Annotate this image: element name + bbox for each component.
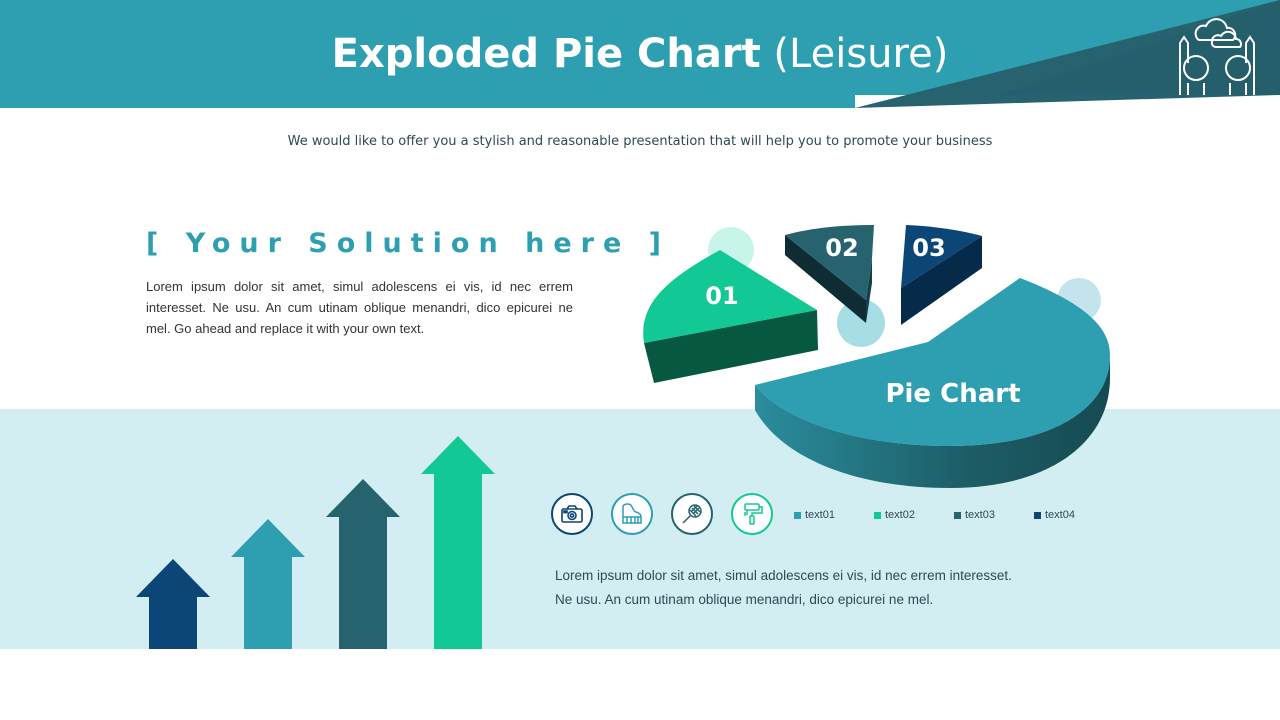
legend-swatch bbox=[954, 511, 961, 519]
left-body-text: Lorem ipsum dolor sit amet, simul adoles… bbox=[146, 279, 573, 336]
pie-slice-01: 01 bbox=[643, 250, 818, 383]
pie-slice-01-label: 01 bbox=[705, 282, 738, 310]
right-body-line-1: Lorem ipsum dolor sit amet, simul adoles… bbox=[555, 568, 1012, 583]
piano-icon bbox=[611, 493, 653, 535]
people-cloud-icon bbox=[1179, 18, 1255, 95]
badminton-racket-icon bbox=[671, 493, 713, 535]
legend-item-text02: text02 bbox=[874, 509, 915, 521]
arrow-3 bbox=[326, 479, 400, 649]
legend-swatch bbox=[794, 511, 801, 519]
paint-roller-icon bbox=[731, 493, 773, 535]
pie-slice-02-label: 02 bbox=[825, 234, 858, 262]
legend-label: text04 bbox=[1045, 509, 1075, 521]
arrow-4 bbox=[421, 436, 495, 649]
legend-label: text03 bbox=[965, 509, 995, 521]
title-suffix: (Leisure) bbox=[773, 31, 949, 77]
legend-item-text03: text03 bbox=[954, 509, 995, 521]
right-body-line-2: Ne usu. An cum utinam oblique menandri, … bbox=[555, 592, 934, 607]
growth-arrows bbox=[136, 436, 495, 649]
legend-item-text04: text04 bbox=[1034, 509, 1075, 521]
solution-heading: [ Your Solution here ] bbox=[146, 228, 671, 259]
page-title: Exploded Pie Chart (Leisure) bbox=[0, 26, 1280, 82]
right-body-text: Lorem ipsum dolor sit amet, simul adoles… bbox=[555, 564, 1095, 612]
arrow-2 bbox=[231, 519, 305, 649]
legend-swatch bbox=[1034, 511, 1041, 519]
pie-slice-03: 03 bbox=[901, 225, 982, 325]
legend-item-text01: text01 bbox=[794, 509, 835, 521]
subtitle: We would like to offer you a stylish and… bbox=[287, 134, 993, 149]
legend-swatch bbox=[874, 511, 881, 519]
title-main: Exploded Pie Chart bbox=[331, 31, 761, 77]
pie-slice-03-label: 03 bbox=[912, 234, 945, 262]
bubble-decoration bbox=[837, 299, 885, 347]
pie-center-label: Pie Chart bbox=[885, 379, 1020, 409]
camera-icon bbox=[551, 493, 593, 535]
exploded-pie-chart: Pie Chart 01 02 03 bbox=[643, 225, 1110, 488]
pie-slice-02: 02 bbox=[785, 225, 874, 323]
pie-slice-main: Pie Chart bbox=[755, 278, 1110, 488]
header-banner bbox=[0, 0, 1280, 108]
legend-label: text01 bbox=[805, 509, 835, 521]
arrow-1 bbox=[136, 559, 210, 649]
legend-label: text02 bbox=[885, 509, 915, 521]
